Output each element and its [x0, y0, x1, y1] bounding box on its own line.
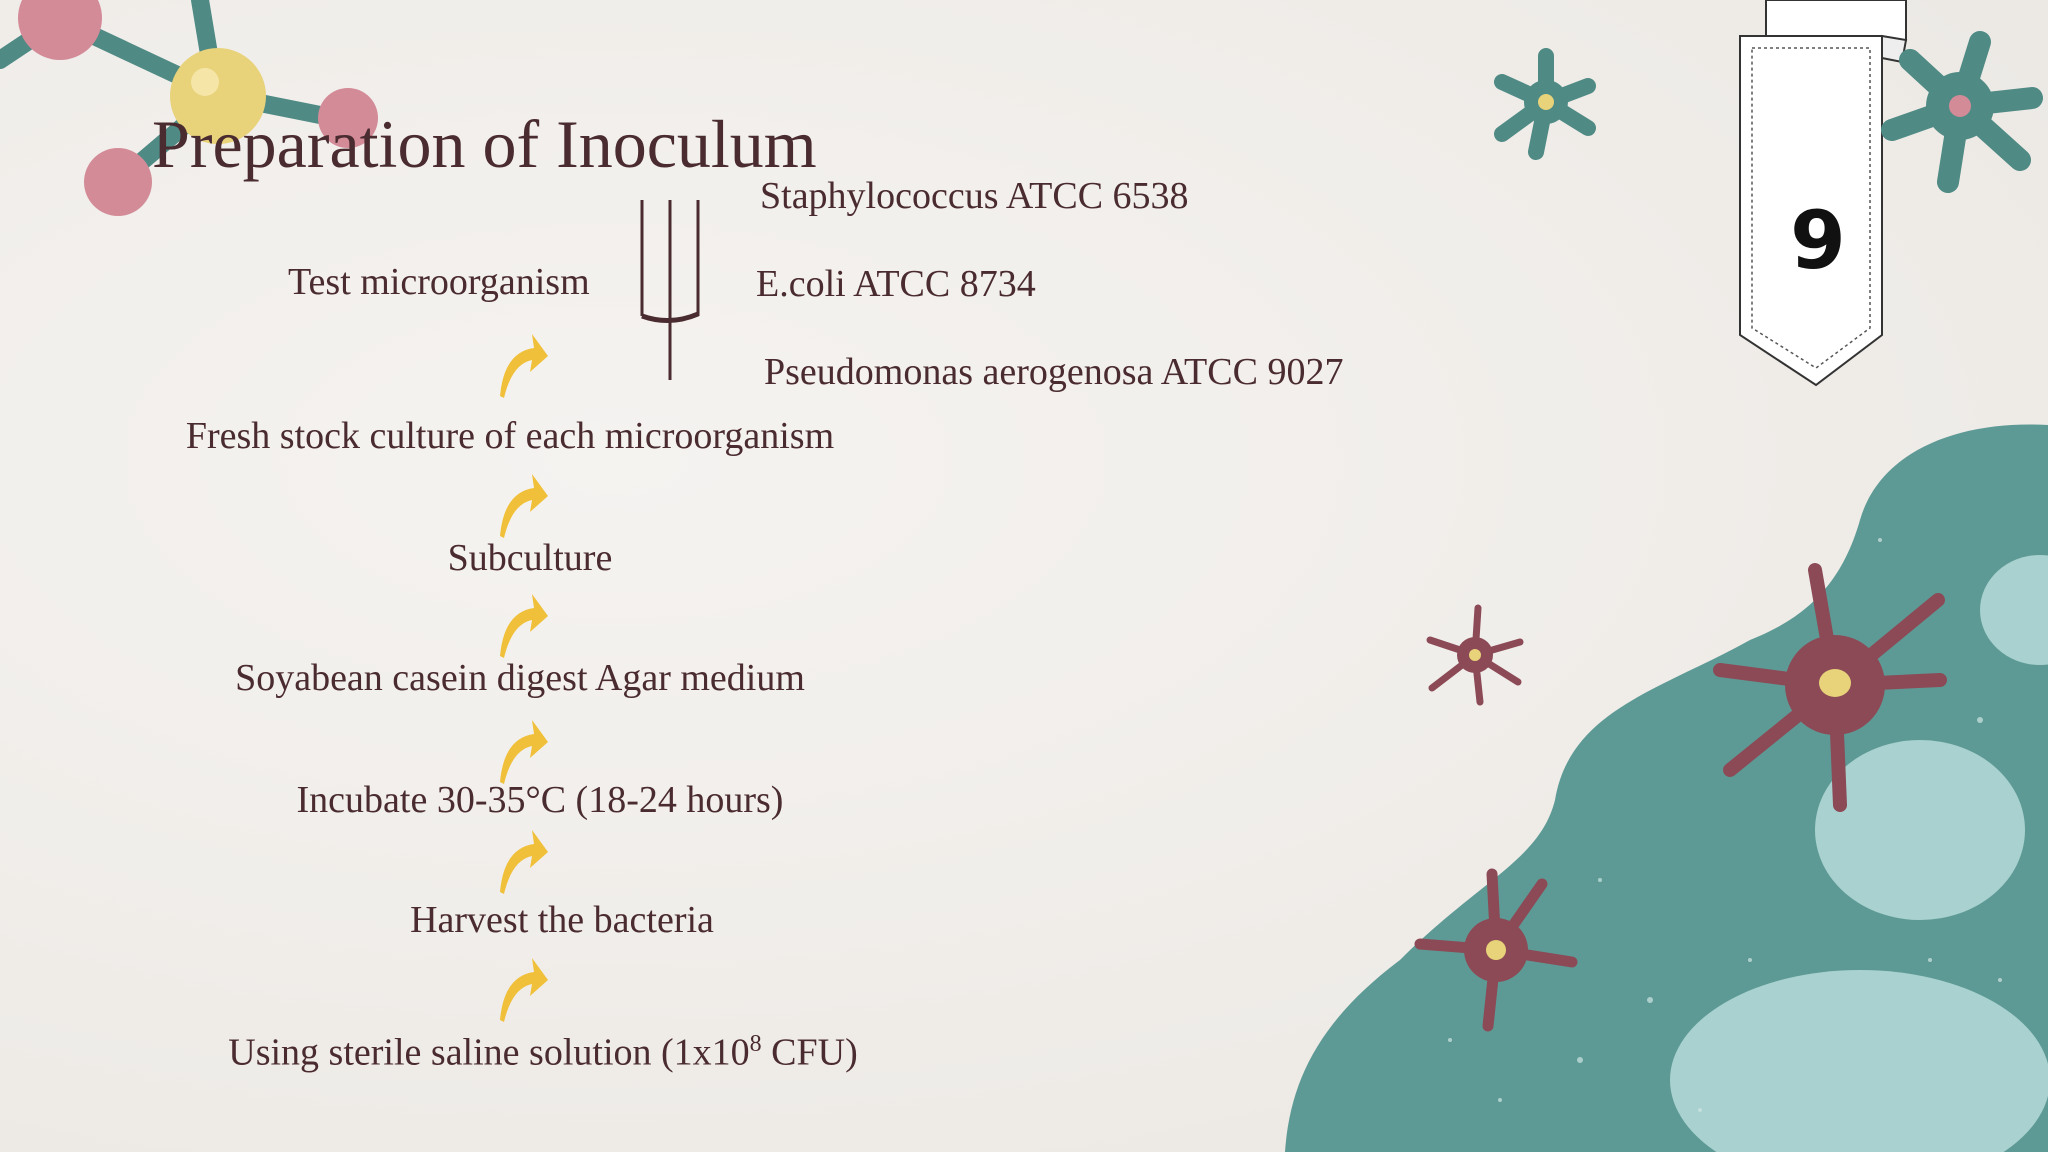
star-cell-icon	[1414, 868, 1578, 1032]
page-number: 9	[1790, 194, 1846, 287]
step-fresh-stock: Fresh stock culture of each microorganis…	[185, 415, 835, 457]
curved-arrow-icon	[500, 720, 548, 784]
curved-arrow-icon	[500, 958, 548, 1022]
step-harvest: Harvest the bacteria	[410, 899, 714, 941]
step-subculture: Subculture	[447, 537, 613, 579]
step-agar-medium: Soyabean casein digest Agar medium	[235, 657, 805, 699]
star-cell-icon	[1426, 604, 1524, 706]
curved-arrow-icon	[500, 334, 548, 398]
step-saline-exponent: 8	[749, 1031, 762, 1057]
step-saline-text: Using sterile saline solution (1x10	[228, 1031, 750, 1074]
step-saline-suffix: CFU)	[761, 1031, 858, 1074]
bookmark-icon	[1739, 0, 1908, 387]
star-cell-icon	[1881, 31, 2043, 193]
star-cell-icon	[1494, 48, 1596, 160]
step-saline: Using sterile saline solution (1x108 CFU…	[93, 1022, 993, 1075]
organism-item: E.coli ATCC 8734	[756, 263, 1036, 305]
page-title: Preparation of Inoculum	[152, 106, 817, 182]
organism-item: Staphylococcus ATCC 6538	[760, 175, 1189, 217]
curved-arrow-icon	[500, 830, 548, 894]
bracket-icon	[640, 200, 700, 380]
step-incubate: Incubate 30-35°C (18-24 hours)	[296, 779, 784, 821]
test-microorganism-label: Test microorganism	[288, 261, 590, 303]
molecule-icon	[0, 0, 378, 216]
curved-arrow-icon	[500, 474, 548, 538]
curved-arrow-icon	[500, 594, 548, 658]
organism-item: Pseudomonas aerogenosa ATCC 9027	[764, 351, 1344, 393]
star-cell-icon	[1713, 563, 1947, 812]
